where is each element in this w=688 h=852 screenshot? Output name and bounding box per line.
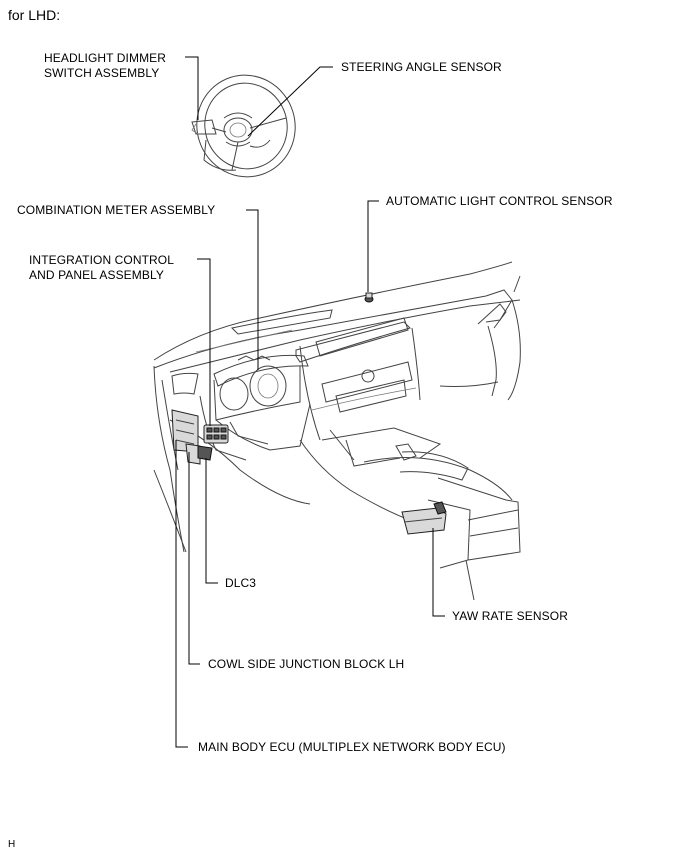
leader-lines: [175, 56, 445, 748]
dlc3-part: [197, 445, 213, 461]
label-integration-control-panel: INTEGRATION CONTROL AND PANEL ASSEMBLY: [29, 253, 174, 283]
label-cowl-side-junction-block: COWL SIDE JUNCTION BLOCK LH: [208, 657, 405, 671]
label-headlight-dimmer-line2: SWITCH ASSEMBLY: [44, 66, 160, 80]
dashboard-drawing: [153, 261, 521, 601]
steering-wheel-drawing: [191, 74, 296, 178]
label-main-body-ecu: MAIN BODY ECU (MULTIPLEX NETWORK BODY EC…: [198, 740, 506, 754]
diagram-header: for LHD:: [8, 7, 61, 23]
label-yaw-rate-sensor: YAW RATE SENSOR: [452, 609, 568, 623]
automatic-light-sensor-part: [364, 292, 374, 303]
label-headlight-dimmer-switch: HEADLIGHT DIMMER SWITCH ASSEMBLY: [44, 51, 166, 81]
integration-panel-part: [203, 424, 229, 444]
label-integration-control-line2: AND PANEL ASSEMBLY: [29, 268, 164, 282]
label-steering-angle-sensor: STEERING ANGLE SENSOR: [341, 60, 502, 74]
label-automatic-light-control-sensor: AUTOMATIC LIGHT CONTROL SENSOR: [386, 194, 613, 208]
label-integration-control-line1: INTEGRATION CONTROL: [29, 253, 175, 267]
yaw-rate-sensor-part: [401, 501, 447, 535]
label-combination-meter: COMBINATION METER ASSEMBLY: [17, 203, 216, 217]
figure-code: H: [8, 839, 16, 850]
label-headlight-dimmer-line1: HEADLIGHT DIMMER: [44, 51, 167, 65]
label-dlc3: DLC3: [225, 576, 257, 590]
